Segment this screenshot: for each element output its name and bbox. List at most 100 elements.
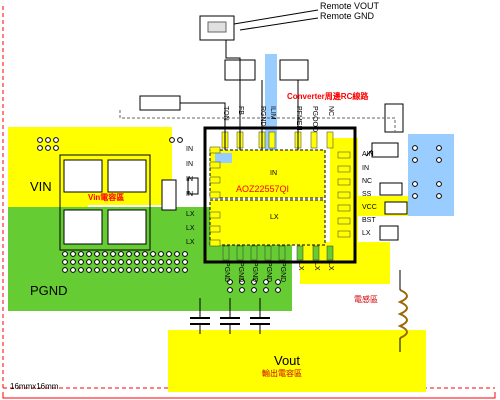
via-row-c-2 bbox=[78, 267, 84, 273]
via-row-b-4 bbox=[94, 259, 100, 265]
via-ain-1 bbox=[436, 145, 442, 151]
via-row-b-7 bbox=[118, 259, 124, 265]
via-row-pgnd-3 bbox=[263, 279, 269, 285]
top-pin-6 bbox=[326, 131, 334, 149]
via-row-b-2 bbox=[78, 259, 84, 265]
via-row-c-4 bbox=[94, 267, 100, 273]
via-row-a-6 bbox=[110, 251, 116, 257]
via-row-pgnd-2 bbox=[251, 279, 257, 285]
via-row-b-6 bbox=[110, 259, 116, 265]
bottom-pin-0 bbox=[222, 245, 230, 261]
bottom-pin-6 bbox=[312, 245, 320, 261]
via-row-b-9 bbox=[134, 259, 140, 265]
ain-trace bbox=[365, 149, 373, 157]
via-row-c-6 bbox=[110, 267, 116, 273]
pin-label-bottom-4: PGND bbox=[279, 262, 286, 283]
bottom-pin-stubs bbox=[222, 245, 334, 261]
pin-label-right-4: VCC bbox=[362, 204, 377, 211]
via-row-c-5 bbox=[102, 267, 108, 273]
via-row-c-11 bbox=[150, 267, 156, 273]
ilim-trace bbox=[265, 54, 277, 150]
pin-label-top-5: PGOOD bbox=[311, 106, 318, 133]
via-row-b-5 bbox=[102, 259, 108, 265]
vin-cap-1 bbox=[63, 159, 103, 193]
chip-part-number: AOZ22557QI bbox=[236, 184, 290, 194]
board-size-label: 16mmx16mm bbox=[10, 382, 59, 391]
via-row-c-9 bbox=[134, 267, 140, 273]
top-pin-5 bbox=[310, 131, 318, 149]
vin-cap-zone-label: Vin電容區 bbox=[88, 193, 125, 202]
via-vin-b-0 bbox=[37, 145, 43, 151]
pin-label-top-4: PFMEN bbox=[295, 106, 302, 131]
via-row-c-15 bbox=[182, 267, 188, 273]
via-vin-b-2 bbox=[53, 145, 59, 151]
ton-trace bbox=[180, 102, 226, 150]
top-pin-3 bbox=[268, 131, 276, 149]
via-row-b-11 bbox=[150, 259, 156, 265]
pin-label-left-2: IN bbox=[186, 176, 193, 183]
via-row-c-12 bbox=[158, 267, 164, 273]
via-row-c-7 bbox=[118, 267, 124, 273]
rc-zone-label: Converter周邊RC線路 bbox=[287, 92, 369, 101]
via-ss-b-0 bbox=[412, 193, 418, 199]
bottom-pin-7 bbox=[326, 245, 334, 261]
via-array bbox=[37, 63, 442, 293]
via-row-a-11 bbox=[150, 251, 156, 257]
via-row-pgnd-b-0 bbox=[227, 287, 233, 293]
via-row-a-10 bbox=[142, 251, 148, 257]
chip-lx-label: LX bbox=[270, 214, 279, 221]
pin-label-bottom-6: LX bbox=[313, 262, 320, 271]
pgnd-label: PGND bbox=[30, 283, 68, 298]
pin-label-top-2: RGND bbox=[259, 106, 266, 127]
via-row-c-10 bbox=[142, 267, 148, 273]
right-pin-1 bbox=[337, 165, 351, 173]
via-row-a-8 bbox=[126, 251, 132, 257]
pin-label-right-6: LX bbox=[362, 230, 371, 237]
remote-vout-leader bbox=[233, 9, 319, 25]
via-row-b-13 bbox=[166, 259, 172, 265]
pin-label-bottom-1: PGND bbox=[237, 262, 244, 283]
via-row-a-14 bbox=[174, 251, 180, 257]
right-pin-0 bbox=[337, 151, 351, 159]
via-row-c-8 bbox=[126, 267, 132, 273]
pin-label-right-0: AIN bbox=[362, 151, 374, 158]
vin-small-cap bbox=[161, 179, 177, 211]
via-row-b-1 bbox=[70, 259, 76, 265]
left-pin-2 bbox=[209, 176, 221, 184]
pin-label-right-3: SS bbox=[362, 191, 372, 198]
via-row-c-0 bbox=[62, 267, 68, 273]
via-vin-c-0 bbox=[169, 137, 175, 143]
pin-label-left-4: LX bbox=[186, 211, 195, 218]
pin-label-bottom-2: PGND bbox=[251, 262, 258, 283]
right-pin-3 bbox=[337, 191, 351, 199]
pin-label-top-0: TON bbox=[222, 106, 229, 121]
via-vin-a-0 bbox=[37, 137, 43, 143]
via-row-pgnd-b-1 bbox=[239, 287, 245, 293]
dimension-line bbox=[2, 392, 496, 399]
left-pin-6 bbox=[209, 239, 221, 247]
rc-part-ton bbox=[139, 95, 181, 111]
via-row-a-4 bbox=[94, 251, 100, 257]
right-pin-4 bbox=[337, 204, 351, 212]
via-row-c-14 bbox=[174, 267, 180, 273]
via-row-a-2 bbox=[78, 251, 84, 257]
via-row-pgnd-1 bbox=[239, 279, 245, 285]
bottom-pin-4 bbox=[278, 245, 286, 261]
vout-zone bbox=[168, 330, 426, 392]
chip-in-label: IN bbox=[270, 170, 277, 177]
via-row-a-9 bbox=[134, 251, 140, 257]
pin-label-right-2: NC bbox=[362, 178, 373, 185]
via-row-a-15 bbox=[182, 251, 188, 257]
rc-part-1-body bbox=[207, 21, 227, 33]
via-row-pgnd-b-4 bbox=[275, 287, 281, 293]
via-row-b-12 bbox=[158, 259, 164, 265]
via-row-b-3 bbox=[86, 259, 92, 265]
right-pin-2 bbox=[337, 178, 351, 186]
via-row-a-12 bbox=[158, 251, 164, 257]
pin-label-left-5: LX bbox=[186, 225, 195, 232]
via-row-a-5 bbox=[102, 251, 108, 257]
left-pin-1 bbox=[209, 161, 221, 169]
pin-label-top-3: ILIM bbox=[269, 106, 276, 120]
pin-label-top-6: NC bbox=[327, 106, 334, 117]
